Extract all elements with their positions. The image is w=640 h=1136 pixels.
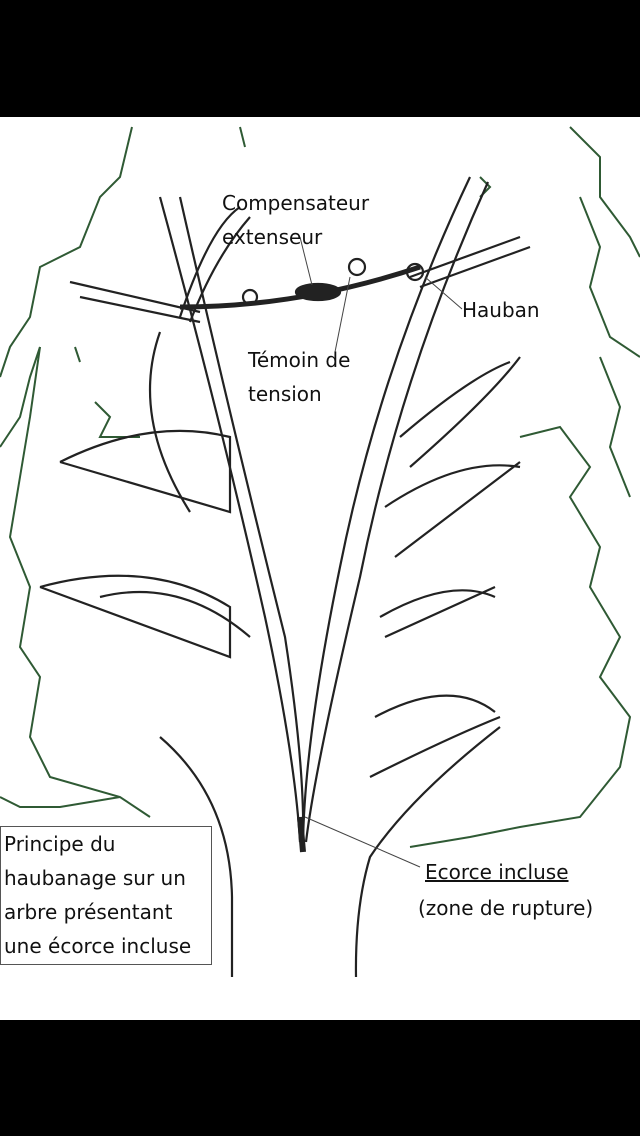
- caption-box: Principe du haubanage sur un arbre prése…: [0, 826, 212, 965]
- caption-line: une écorce incluse: [4, 934, 192, 958]
- diagram-canvas: Compensateur extenseur Hauban Témoin de …: [0, 117, 640, 1020]
- rupture-zone-label: (zone de rupture): [418, 896, 594, 920]
- caption-line: haubanage sur un: [4, 866, 186, 890]
- leader-lines: [299, 236, 463, 868]
- compensator-label-line1: Compensateur: [222, 191, 370, 215]
- tree-lines: [39, 176, 531, 978]
- cable-label: Hauban: [462, 298, 540, 322]
- caption-line: arbre présentant: [4, 900, 173, 924]
- compensator-label-line2: extenseur: [222, 225, 323, 249]
- included-bark-label: Ecorce incluse: [425, 860, 569, 884]
- tree-drawing: [0, 126, 640, 978]
- foliage-outline: [0, 126, 640, 848]
- indicator-label-line1: Témoin de: [248, 348, 351, 372]
- indicator-label-line2: tension: [248, 382, 322, 406]
- caption-line: Principe du: [4, 832, 116, 856]
